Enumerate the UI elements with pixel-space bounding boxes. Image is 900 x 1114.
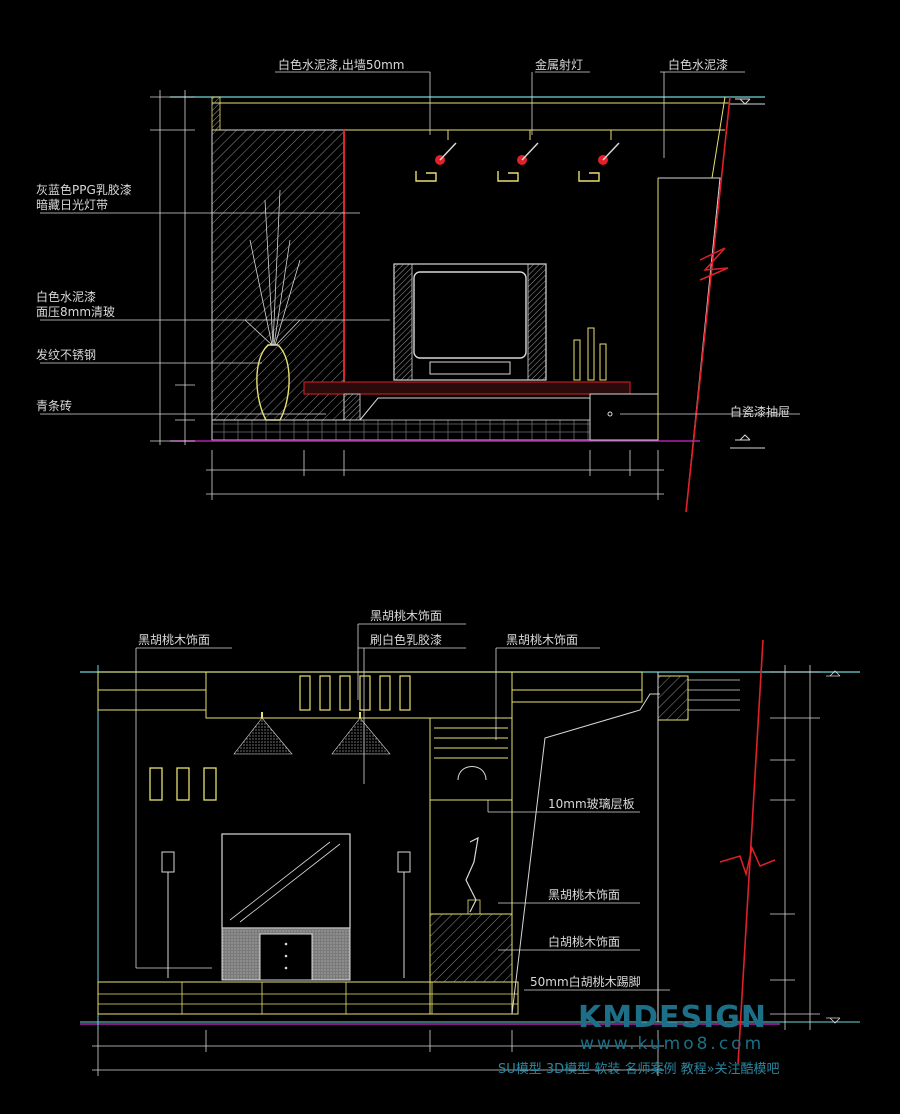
label-white-cement-8mm-line1: 白色水泥漆 (36, 290, 97, 304)
watermark-tagline: SU模型 3D模型 软装 名师案例 教程»关注酷模吧 (498, 1062, 780, 1077)
label-white-walnut-skirting: 50mm白胡桃木踢脚 (530, 975, 641, 989)
label-white-cement-8mm-line2: 面压8mm清玻 (36, 305, 116, 319)
label-black-walnut-right: 黑胡桃木饰面 (506, 633, 579, 647)
label-white-paint-drawer: 白瓷漆抽屉 (730, 405, 791, 419)
label-grey-blue-ppg-line1: 灰蓝色PPG乳胶漆 (36, 183, 132, 197)
label-white-cement-paint-right: 白色水泥漆 (668, 58, 729, 72)
elevation-2 (80, 623, 860, 1076)
label-white-cement-paint-50mm: 白色水泥漆,出墙50mm (278, 58, 405, 72)
label-brushed-steel: 发纹不锈钢 (36, 348, 97, 362)
label-glass-shelf-10mm: 10mm玻璃层板 (548, 797, 635, 811)
label-black-walnut-left: 黑胡桃木饰面 (138, 633, 211, 647)
watermark-brand: KMDESIGN (578, 1000, 767, 1035)
elevation-1 (40, 71, 800, 513)
watermark-url: www.kumo8.com (580, 1034, 765, 1054)
label-blue-brick: 青条砖 (36, 399, 73, 413)
label-white-latex-paint: 刷白色乳胶漆 (370, 633, 443, 647)
label-grey-blue-ppg-line2: 暗藏日光灯带 (36, 198, 109, 212)
label-black-walnut-top: 黑胡桃木饰面 (370, 609, 443, 623)
label-metal-spotlight: 金属射灯 (535, 58, 584, 72)
label-black-walnut-mid: 黑胡桃木饰面 (548, 888, 621, 902)
spotlight-icons (415, 142, 620, 182)
label-white-walnut: 白胡桃木饰面 (548, 935, 621, 949)
